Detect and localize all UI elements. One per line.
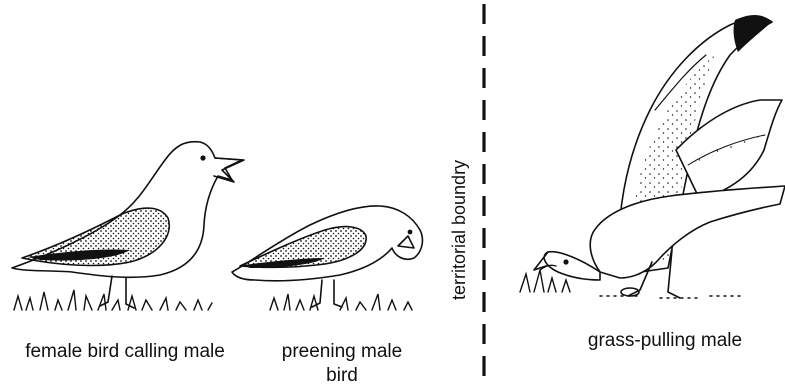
grass-tuft-left (14, 290, 212, 310)
grass-tuft-middle (270, 294, 412, 310)
territorial-boundary-label: territorial boundry (449, 160, 470, 300)
preening-gull-drawing (232, 206, 422, 307)
female-gull-drawing (12, 142, 244, 308)
grass-pulling-gull-drawing (534, 15, 785, 298)
preening-caption: preening male bird (272, 340, 412, 388)
grass-pulling-caption: grass-pulling male (555, 329, 775, 353)
female-caption: female bird calling male (10, 340, 240, 364)
